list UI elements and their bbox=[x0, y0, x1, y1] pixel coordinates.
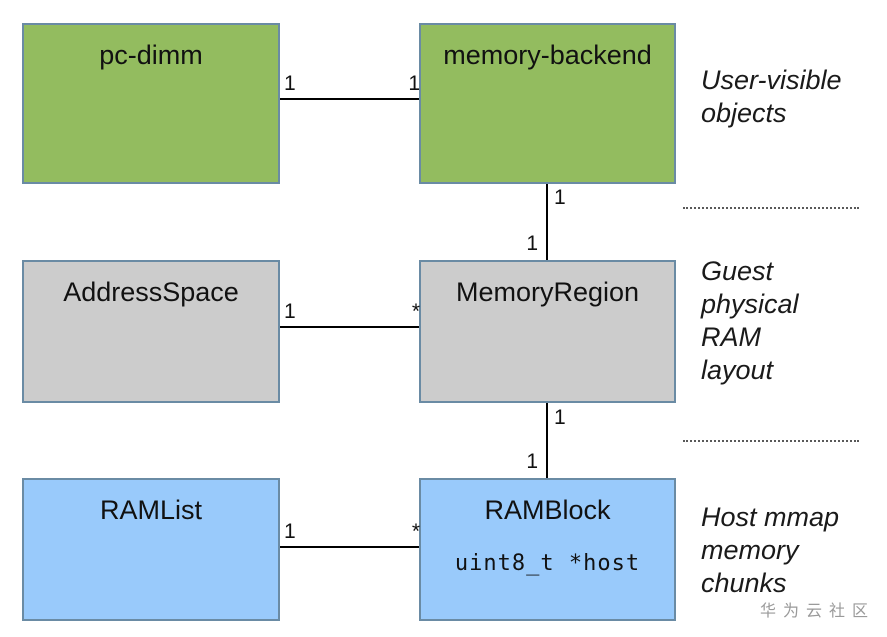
multiplicity-ramlist-side: 1 bbox=[284, 520, 296, 543]
annotation-host-mmap-memory-chunks: Host mmap memory chunks bbox=[701, 502, 840, 598]
node-pc-dimm-label: pc-dimm bbox=[99, 40, 203, 70]
node-ram-list-label: RAMList bbox=[99, 495, 202, 525]
node-memory-backend-label: memory-backend bbox=[443, 40, 652, 70]
node-memory-region: MemoryRegion bbox=[419, 260, 676, 403]
edge-membackend-memregion-line bbox=[546, 184, 548, 260]
annotation-user-visible-objects: User-visible objects bbox=[701, 65, 842, 128]
multiplicity-ramblock-top: 1 bbox=[526, 450, 538, 473]
multiplicity-pcdimm-side: 1 bbox=[284, 72, 296, 95]
edge-memregion-ramblock-line bbox=[546, 403, 548, 478]
node-address-space: AddressSpace bbox=[22, 260, 280, 403]
multiplicity-memregion-bottom: 1 bbox=[554, 406, 566, 429]
watermark-text: 华为云社区 bbox=[760, 603, 876, 620]
annotation-guest-physical-ram-layout: Guest physical RAM layout bbox=[701, 256, 799, 385]
multiplicity-addrspace-side: 1 bbox=[284, 300, 296, 323]
section-divider-top bbox=[683, 207, 859, 209]
node-ram-list: RAMList bbox=[22, 478, 280, 621]
node-ram-block: RAMBlock uint8_t *host bbox=[419, 478, 676, 621]
edge-pcdimm-membackend-line bbox=[280, 98, 419, 100]
node-address-space-label: AddressSpace bbox=[63, 277, 239, 307]
node-pc-dimm: pc-dimm bbox=[22, 23, 280, 184]
multiplicity-memregion-top: 1 bbox=[526, 232, 538, 255]
node-ram-block-label: RAMBlock bbox=[484, 495, 611, 525]
node-memory-backend: memory-backend bbox=[419, 23, 676, 184]
multiplicity-membackend-side: 1 bbox=[408, 72, 420, 95]
multiplicity-memregion-side: * bbox=[411, 300, 420, 323]
edge-ramlist-ramblock-line bbox=[280, 546, 419, 548]
node-ram-block-field: uint8_t *host bbox=[454, 551, 641, 576]
section-divider-bottom bbox=[683, 440, 859, 442]
edge-addrspace-memregion-line bbox=[280, 326, 419, 328]
multiplicity-ramblock-side: * bbox=[411, 520, 420, 543]
node-memory-region-label: MemoryRegion bbox=[455, 277, 640, 307]
multiplicity-membackend-bottom: 1 bbox=[554, 186, 566, 209]
